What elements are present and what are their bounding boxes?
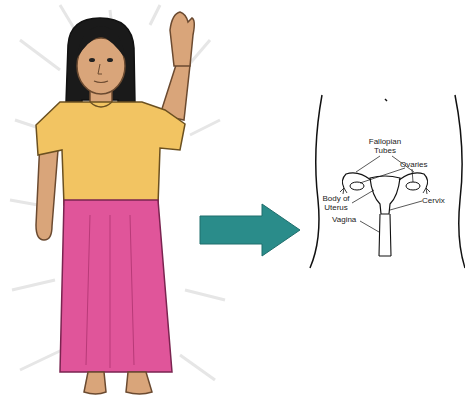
mouth [94, 81, 108, 83]
foot [84, 372, 106, 394]
hip-outline [310, 95, 322, 268]
fimbriae [340, 188, 347, 194]
part-label: Ovaries [400, 160, 440, 169]
eye [89, 58, 95, 62]
foot [126, 372, 152, 394]
collar [90, 102, 112, 107]
part-label: Fallopian Tubes [365, 137, 405, 155]
pointer-arrow [200, 204, 300, 256]
hair-fringe [77, 26, 125, 58]
nose [98, 64, 102, 74]
raised-hand [170, 12, 194, 66]
hip-outline [455, 95, 465, 268]
fimbriae [423, 188, 430, 194]
navel-mark [385, 99, 387, 101]
ovary [350, 182, 364, 190]
part-label: Cervix [422, 196, 458, 205]
vagina [379, 214, 391, 256]
ovary [406, 182, 420, 190]
shirt [36, 102, 185, 205]
part-label: Body of Uterus [320, 194, 352, 212]
skirt-folds [86, 215, 134, 368]
skirt [60, 200, 172, 372]
eye [107, 58, 113, 62]
background-rays [10, 5, 225, 380]
part-label: Vagina [332, 215, 368, 224]
